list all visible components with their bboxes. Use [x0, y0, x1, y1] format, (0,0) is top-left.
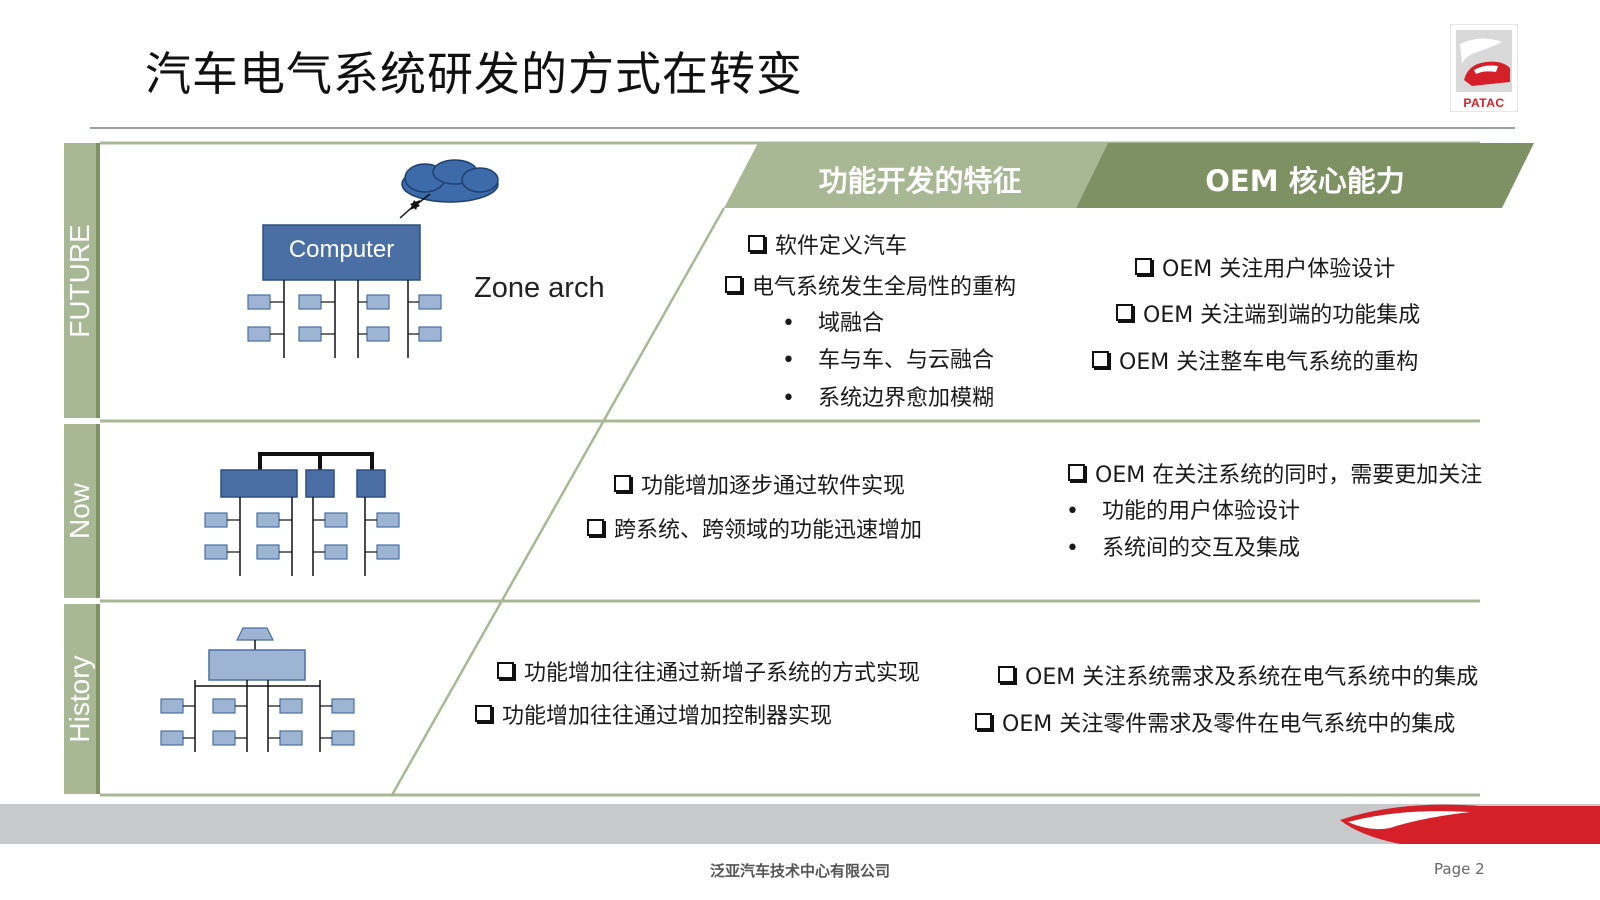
row-label-future: FUTURE: [64, 223, 95, 338]
checkbox-icon: [748, 235, 765, 252]
footer-band: [0, 804, 1600, 844]
bullet-icon: •: [782, 348, 795, 373]
checkbox-icon: [725, 276, 742, 293]
checkbox-icon: [975, 713, 992, 730]
history-functional-item: 功能增加往往通过增加控制器实现: [475, 705, 832, 728]
domain-architecture-diagram: [204, 452, 400, 576]
diagonal-divider: [390, 207, 726, 796]
checkbox-icon: [475, 705, 492, 722]
page-number: 2: [1475, 860, 1485, 878]
future-functional-bullet: •车与车、与云融合: [782, 348, 995, 373]
future-functional-item: 电气系统发生全局性的重构: [725, 276, 1016, 299]
now-functional-item: 跨系统、跨领域的功能迅速增加: [587, 519, 922, 542]
row-label-history: History: [64, 655, 95, 743]
zone-architecture-diagram: [247, 159, 499, 358]
checkbox-icon: [1068, 464, 1085, 481]
history-oem-item: OEM 关注系统需求及系统在电气系统中的集成: [998, 666, 1478, 689]
row-tab-now: Now: [64, 424, 100, 598]
checkbox-icon: [1092, 351, 1109, 368]
patac-logo: [1450, 24, 1518, 112]
future-oem-item: OEM 关注整车电气系统的重构: [1092, 351, 1418, 374]
checkbox-icon: [587, 519, 604, 536]
future-oem-item: OEM 关注端到端的功能集成: [1116, 304, 1420, 327]
header-functional: 功能开发的特征: [818, 164, 1022, 198]
future-functional-item: 软件定义汽车: [748, 235, 907, 258]
computer-label: Computer: [288, 236, 395, 263]
row-tab-history: History: [64, 604, 100, 794]
gateway-module: [236, 627, 274, 641]
now-oem-item: OEM 在关注系统的同时，需要更加关注: [1068, 464, 1482, 487]
checkbox-icon: [614, 475, 631, 492]
checkbox-icon: [1135, 258, 1152, 275]
central-module: [208, 649, 306, 681]
now-functional-item: 功能增加逐步通过软件实现: [614, 475, 905, 498]
domain-controllers: [220, 469, 386, 498]
bullet-icon: •: [782, 311, 795, 336]
future-oem-item: OEM 关注用户体验设计: [1135, 258, 1395, 281]
checkbox-icon: [497, 662, 514, 679]
history-functional-item: 功能增加往往通过新增子系统的方式实现: [497, 662, 920, 685]
header-oem-bg: [1076, 143, 1534, 208]
page-label: Page: [1434, 860, 1471, 878]
computer-box: [262, 224, 421, 281]
footer-company: 泛亚汽车技术中心有限公司: [709, 862, 890, 880]
checkbox-icon: [998, 666, 1015, 683]
distributed-architecture-diagram: [160, 627, 355, 752]
bullet-icon: •: [1066, 499, 1079, 524]
checkbox-icon: [1116, 304, 1133, 321]
header-functional-bg: [724, 143, 1108, 208]
row-tab-future: FUTURE: [64, 143, 100, 418]
bullet-icon: •: [1066, 536, 1079, 561]
distributed-modules: [160, 698, 355, 746]
logo-text: PATAC: [1463, 96, 1505, 110]
bullet-icon: •: [782, 386, 795, 411]
history-oem-item: OEM 关注零件需求及零件在电气系统中的集成: [975, 713, 1455, 736]
now-oem-bullet: •功能的用户体验设计: [1066, 499, 1301, 524]
page-indicator: Page 2: [1434, 860, 1485, 878]
future-functional-bullet: •系统边界愈加模糊: [782, 386, 995, 411]
page-title: 汽车电气系统研发的方式在转变: [145, 47, 803, 101]
future-functional-bullet: •域融合: [782, 311, 885, 336]
header-oem: OEM 核心能力: [1205, 164, 1405, 198]
zone-arch-label: Zone arch: [474, 272, 605, 304]
zone-modules: [247, 294, 442, 342]
cloud-icon: [401, 159, 499, 203]
now-oem-bullet: •系统间的交互及集成: [1066, 536, 1301, 561]
row-label-now: Now: [64, 482, 95, 540]
title-divider: [90, 127, 1515, 129]
